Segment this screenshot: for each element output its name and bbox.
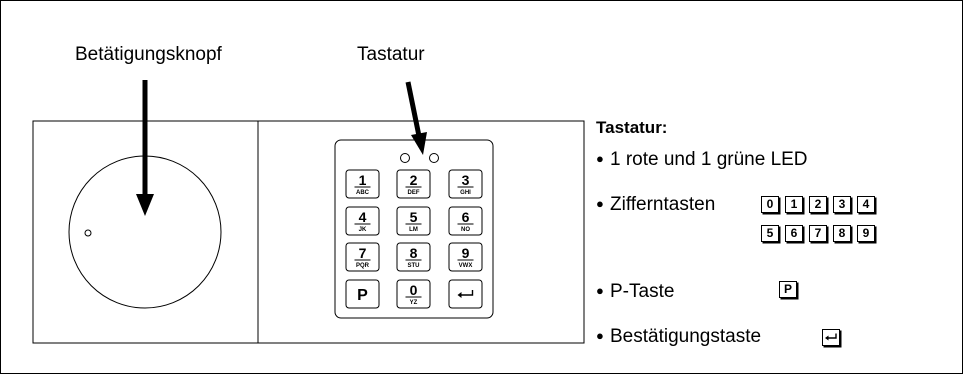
legend-item-p-key: ● P-Taste bbox=[596, 281, 674, 303]
p-key-symbol: P bbox=[779, 281, 797, 298]
keypad-key bbox=[396, 169, 431, 199]
digit-key-symbol: 0 bbox=[761, 196, 779, 213]
enter-arrow-icon-head bbox=[457, 292, 462, 298]
digit-key-symbol: 5 bbox=[761, 225, 779, 242]
digit-key-symbol: 3 bbox=[833, 196, 851, 213]
red-led bbox=[400, 153, 410, 163]
keypad-key-letters: VWX bbox=[459, 263, 473, 269]
keypad-key-digit: 7 bbox=[359, 245, 367, 261]
legend-title: Tastatur: bbox=[596, 118, 668, 137]
keypad-key bbox=[345, 206, 380, 236]
legend-digit-keys-text: Zifferntasten bbox=[610, 194, 716, 215]
keypad-key-digit: 5 bbox=[410, 209, 418, 225]
legend-led-text: 1 rote und 1 grüne LED bbox=[610, 149, 808, 170]
keypad-key bbox=[345, 242, 380, 272]
enter-arrow-icon bbox=[460, 290, 474, 296]
bullet-icon: ● bbox=[596, 196, 604, 211]
knob-arrow-head bbox=[136, 194, 154, 216]
keypad-key-letters: PQR bbox=[356, 263, 370, 269]
enter-arrow-icon bbox=[825, 333, 837, 341]
digit-key-symbol: 6 bbox=[785, 225, 803, 242]
keypad-key bbox=[345, 279, 380, 309]
digit-key-symbol: 2 bbox=[809, 196, 827, 213]
legend-confirm-key-text: Bestätigungstaste bbox=[610, 326, 762, 347]
keypad-key-digit: 0 bbox=[410, 282, 418, 298]
digit-key-symbol: 4 bbox=[857, 196, 875, 213]
keypad-key bbox=[396, 242, 431, 272]
keypad-label: Tastatur bbox=[357, 44, 425, 65]
bullet-icon: ● bbox=[596, 151, 604, 166]
keypad-key-digit: 1 bbox=[359, 172, 367, 188]
keypad-key-letters: GHI bbox=[460, 190, 471, 196]
keypad-key bbox=[448, 279, 483, 309]
digit-key-symbol: 8 bbox=[833, 225, 851, 242]
keypad-key-letters: STU bbox=[408, 263, 420, 269]
keypad-arrow-head bbox=[411, 132, 427, 155]
digit-key-symbol: 1 bbox=[785, 196, 803, 213]
keypad-key bbox=[396, 279, 431, 309]
keypad-legend: Tastatur: ● 1 rote und 1 grüne LED ● Ziffe… bbox=[596, 118, 956, 347]
knob-label: Betätigungsknopf bbox=[75, 44, 222, 65]
keypad-key bbox=[448, 206, 483, 236]
keypad-key-letters: JK bbox=[359, 227, 367, 233]
keypad-key-letters: ABC bbox=[356, 190, 370, 196]
keypad-key-letters: NO bbox=[461, 227, 470, 233]
enter-key-symbol bbox=[822, 329, 840, 346]
keypad-key bbox=[345, 169, 380, 199]
keypad-arrow-shaft bbox=[405, 81, 422, 137]
bullet-icon: ● bbox=[596, 283, 604, 298]
keypad-key-letters: YZ bbox=[410, 300, 418, 306]
legend-item-led: ● 1 rote und 1 grüne LED bbox=[596, 149, 808, 171]
keypad-key-digit: 9 bbox=[462, 245, 470, 261]
keypad-key-digit: 2 bbox=[410, 172, 418, 188]
knob-marker-dot bbox=[84, 229, 92, 237]
legend-item-confirm-key: ● Bestätigungstaste bbox=[596, 326, 761, 348]
keypad-key-digit: 4 bbox=[359, 209, 367, 225]
green-led bbox=[429, 153, 439, 163]
digit-key-symbol: 7 bbox=[809, 225, 827, 242]
keypad-key-letters: DEF bbox=[408, 190, 420, 196]
keypad-key-letters: LM bbox=[409, 227, 418, 233]
keypad-key bbox=[448, 242, 483, 272]
legend-item-digit-keys: ● Zifferntasten bbox=[596, 194, 715, 216]
keypad-key-digit: 6 bbox=[462, 209, 470, 225]
keypad-key-digit: 3 bbox=[462, 172, 470, 188]
keypad-key bbox=[448, 169, 483, 199]
bullet-icon: ● bbox=[596, 328, 604, 343]
keypad-key bbox=[396, 206, 431, 236]
digit-key-symbol: 9 bbox=[857, 225, 875, 242]
keypad-key-digit: P bbox=[357, 287, 368, 304]
legend-p-key-text: P-Taste bbox=[610, 281, 675, 302]
keypad-key-digit: 8 bbox=[410, 245, 418, 261]
